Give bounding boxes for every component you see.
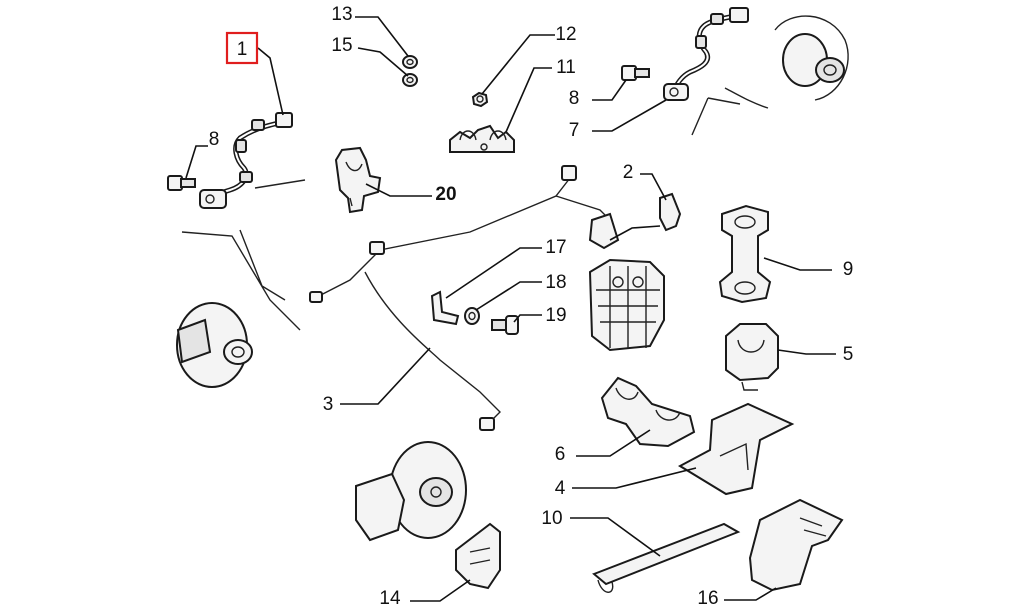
part-bracket-16 — [748, 498, 844, 592]
callout-3[interactable]: 3 — [323, 394, 334, 415]
callout-15[interactable]: 15 — [331, 35, 352, 56]
callout-5[interactable]: 5 — [843, 344, 854, 365]
highlight-box-part-1 — [225, 31, 259, 65]
callout-19[interactable]: 19 — [545, 305, 566, 326]
part-banjo-bolt-left — [167, 175, 196, 191]
part-nut-12 — [471, 91, 489, 108]
part-double-clip-6 — [600, 376, 696, 448]
callout-20[interactable]: 20 — [435, 184, 456, 205]
callout-9[interactable]: 9 — [843, 259, 854, 280]
callout-14[interactable]: 14 — [379, 588, 401, 609]
callout-13[interactable]: 13 — [331, 4, 352, 25]
callout-16[interactable]: 16 — [697, 588, 718, 609]
part-banjo-bolt-right — [621, 65, 650, 81]
callout-18[interactable]: 18 — [545, 272, 566, 293]
part-protective-sleeve-10 — [592, 522, 741, 593]
part-bracket-17 — [430, 290, 460, 326]
part-nut-13 — [402, 55, 418, 69]
callout-10[interactable]: 10 — [541, 508, 562, 529]
part-bracket-14 — [455, 522, 501, 590]
leader-lines — [185, 16, 836, 602]
part-double-clip-11 — [449, 124, 515, 153]
part-washer-15 — [402, 73, 418, 87]
part-grommet-18 — [464, 307, 480, 325]
part-rear-brake-disc — [691, 15, 849, 136]
part-bolt-19 — [491, 315, 519, 335]
part-rear-brake-hose — [663, 7, 749, 101]
callout-4[interactable]: 4 — [555, 478, 566, 499]
callout-6[interactable]: 6 — [555, 444, 566, 465]
part-mounting-bracket-4 — [677, 402, 795, 496]
part-abs-connector-2 — [659, 192, 682, 232]
part-bracket-9 — [718, 204, 772, 304]
part-caliper-disc-bottom — [355, 441, 467, 542]
callout-labels: 1 2 3 4 5 6 7 8 8 9 10 11 12 13 14 15 16… — [209, 4, 854, 609]
callout-17[interactable]: 17 — [545, 237, 566, 258]
callout-8-right[interactable]: 8 — [569, 88, 580, 109]
part-clip-5 — [725, 323, 779, 391]
part-front-brake-hose — [199, 112, 293, 209]
callout-1[interactable]: 1 — [237, 39, 248, 60]
part-front-brake-disc — [176, 179, 306, 388]
callout-7[interactable]: 7 — [569, 120, 580, 141]
part-abs-modulator — [588, 258, 665, 352]
callout-8-left[interactable]: 8 — [209, 129, 220, 150]
callout-12[interactable]: 12 — [555, 24, 576, 45]
callout-2[interactable]: 2 — [623, 162, 634, 183]
callout-11[interactable]: 11 — [556, 57, 576, 78]
part-clip-20 — [334, 146, 382, 214]
